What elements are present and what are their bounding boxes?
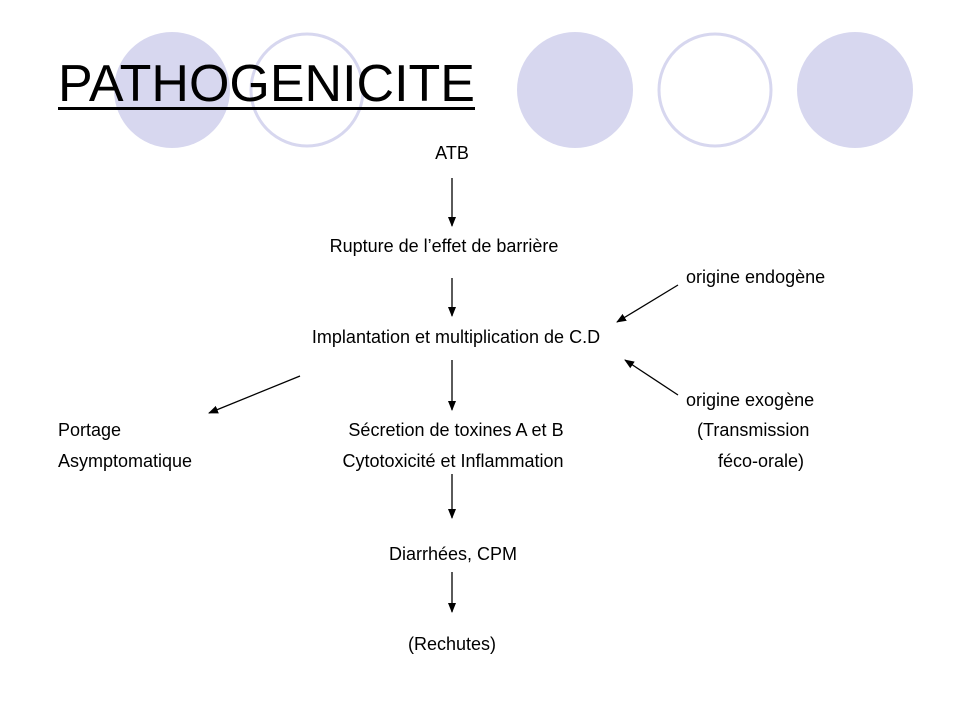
node-transmission: (Transmission: [697, 420, 810, 440]
node-atb: ATB: [435, 143, 469, 163]
node-diarrhees: Diarrhées, CPM: [388, 544, 518, 564]
filled-circle-2: [517, 32, 633, 148]
node-cytotoxicite: Cytotoxicité et Inflammation: [342, 451, 564, 471]
filled-circle-3: [797, 32, 913, 148]
node-feco-orale: féco-orale): [718, 451, 805, 471]
node-rechutes: (Rechutes): [407, 634, 497, 654]
node-implantation: Implantation et multiplication de C.D: [311, 327, 601, 347]
node-rupture: Rupture de l’effet de barrière: [329, 236, 559, 256]
node-portage: Portage: [58, 420, 122, 440]
ring-circle-2: [657, 32, 773, 148]
node-origine-exogene: origine exogène: [686, 390, 815, 410]
node-secretion: Sécretion de toxines A et B: [348, 420, 564, 440]
slide-title: PATHOGENICITE: [58, 55, 475, 113]
node-asymptomatique: Asymptomatique: [58, 451, 193, 471]
ring-circle-1: [249, 32, 365, 148]
node-origine-endogene: origine endogène: [686, 267, 826, 287]
filled-circle-1: [114, 32, 230, 148]
